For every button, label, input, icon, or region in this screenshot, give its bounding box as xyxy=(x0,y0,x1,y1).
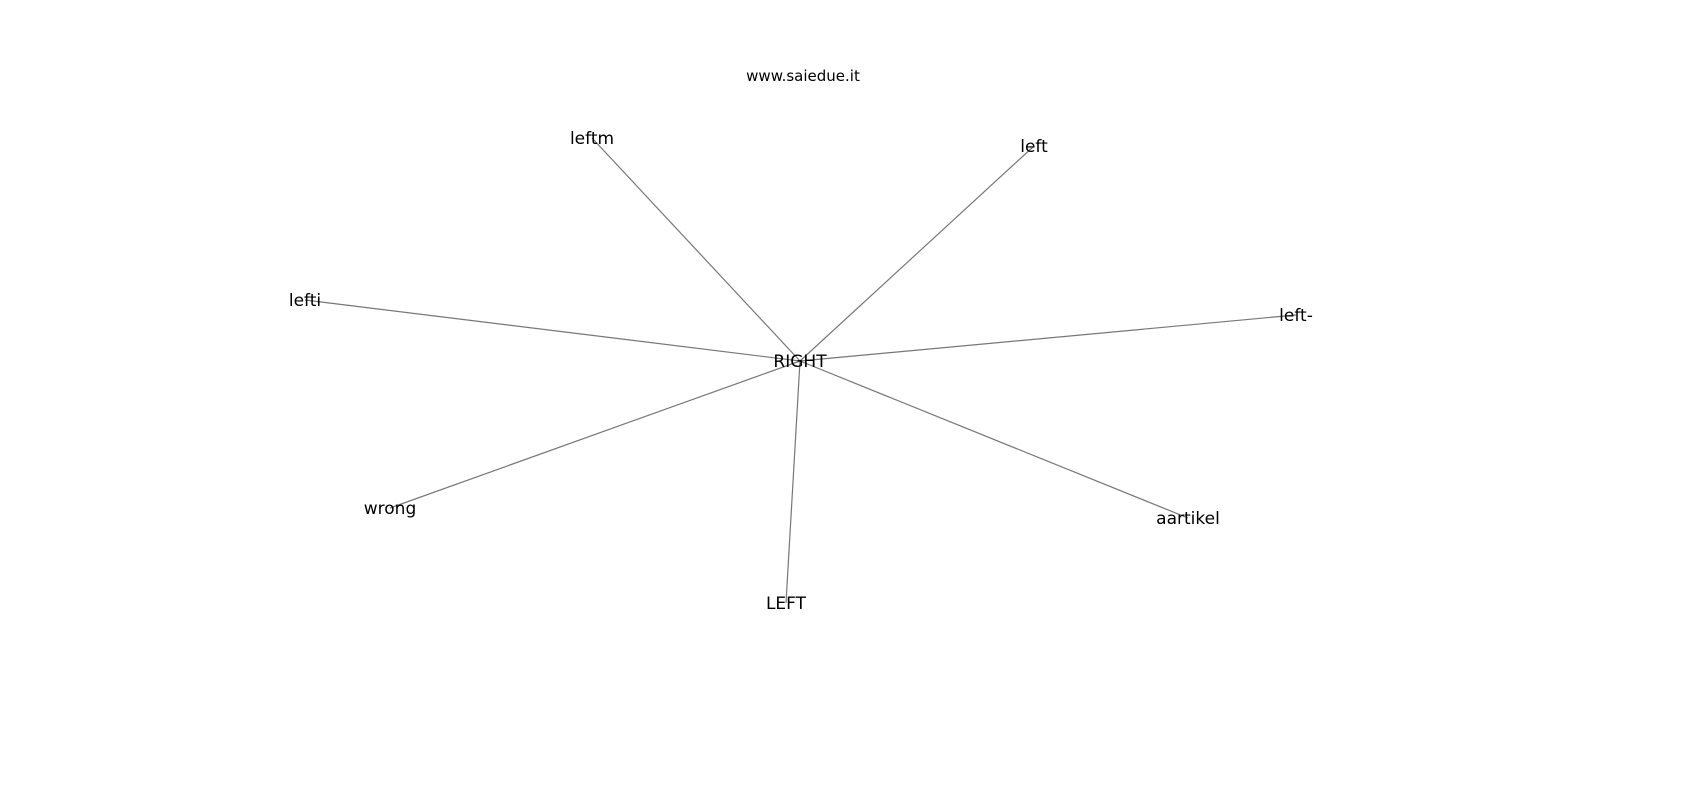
edge-RIGHT-left xyxy=(799,145,1035,362)
node-label-aartikel: aartikel xyxy=(1156,509,1220,529)
node-label-left-: left- xyxy=(1279,306,1313,326)
node-label-wrong: wrong xyxy=(364,499,417,519)
graph-title: www.saiedue.it xyxy=(746,67,860,85)
edge-RIGHT-left- xyxy=(799,314,1297,362)
edge-RIGHT-lefti xyxy=(304,299,801,362)
node-label-left: left xyxy=(1020,137,1048,157)
edge-RIGHT-leftm xyxy=(591,137,801,362)
edge-RIGHT-wrong xyxy=(389,360,801,509)
node-label-LEFT: LEFT xyxy=(766,594,807,614)
node-label-RIGHT: RIGHT xyxy=(773,352,827,372)
edges xyxy=(304,137,1297,604)
edge-RIGHT-aartikel xyxy=(799,360,1189,519)
node-label-leftm: leftm xyxy=(570,129,614,149)
edge-RIGHT-LEFT xyxy=(785,360,801,604)
node-label-lefti: lefti xyxy=(289,291,321,311)
